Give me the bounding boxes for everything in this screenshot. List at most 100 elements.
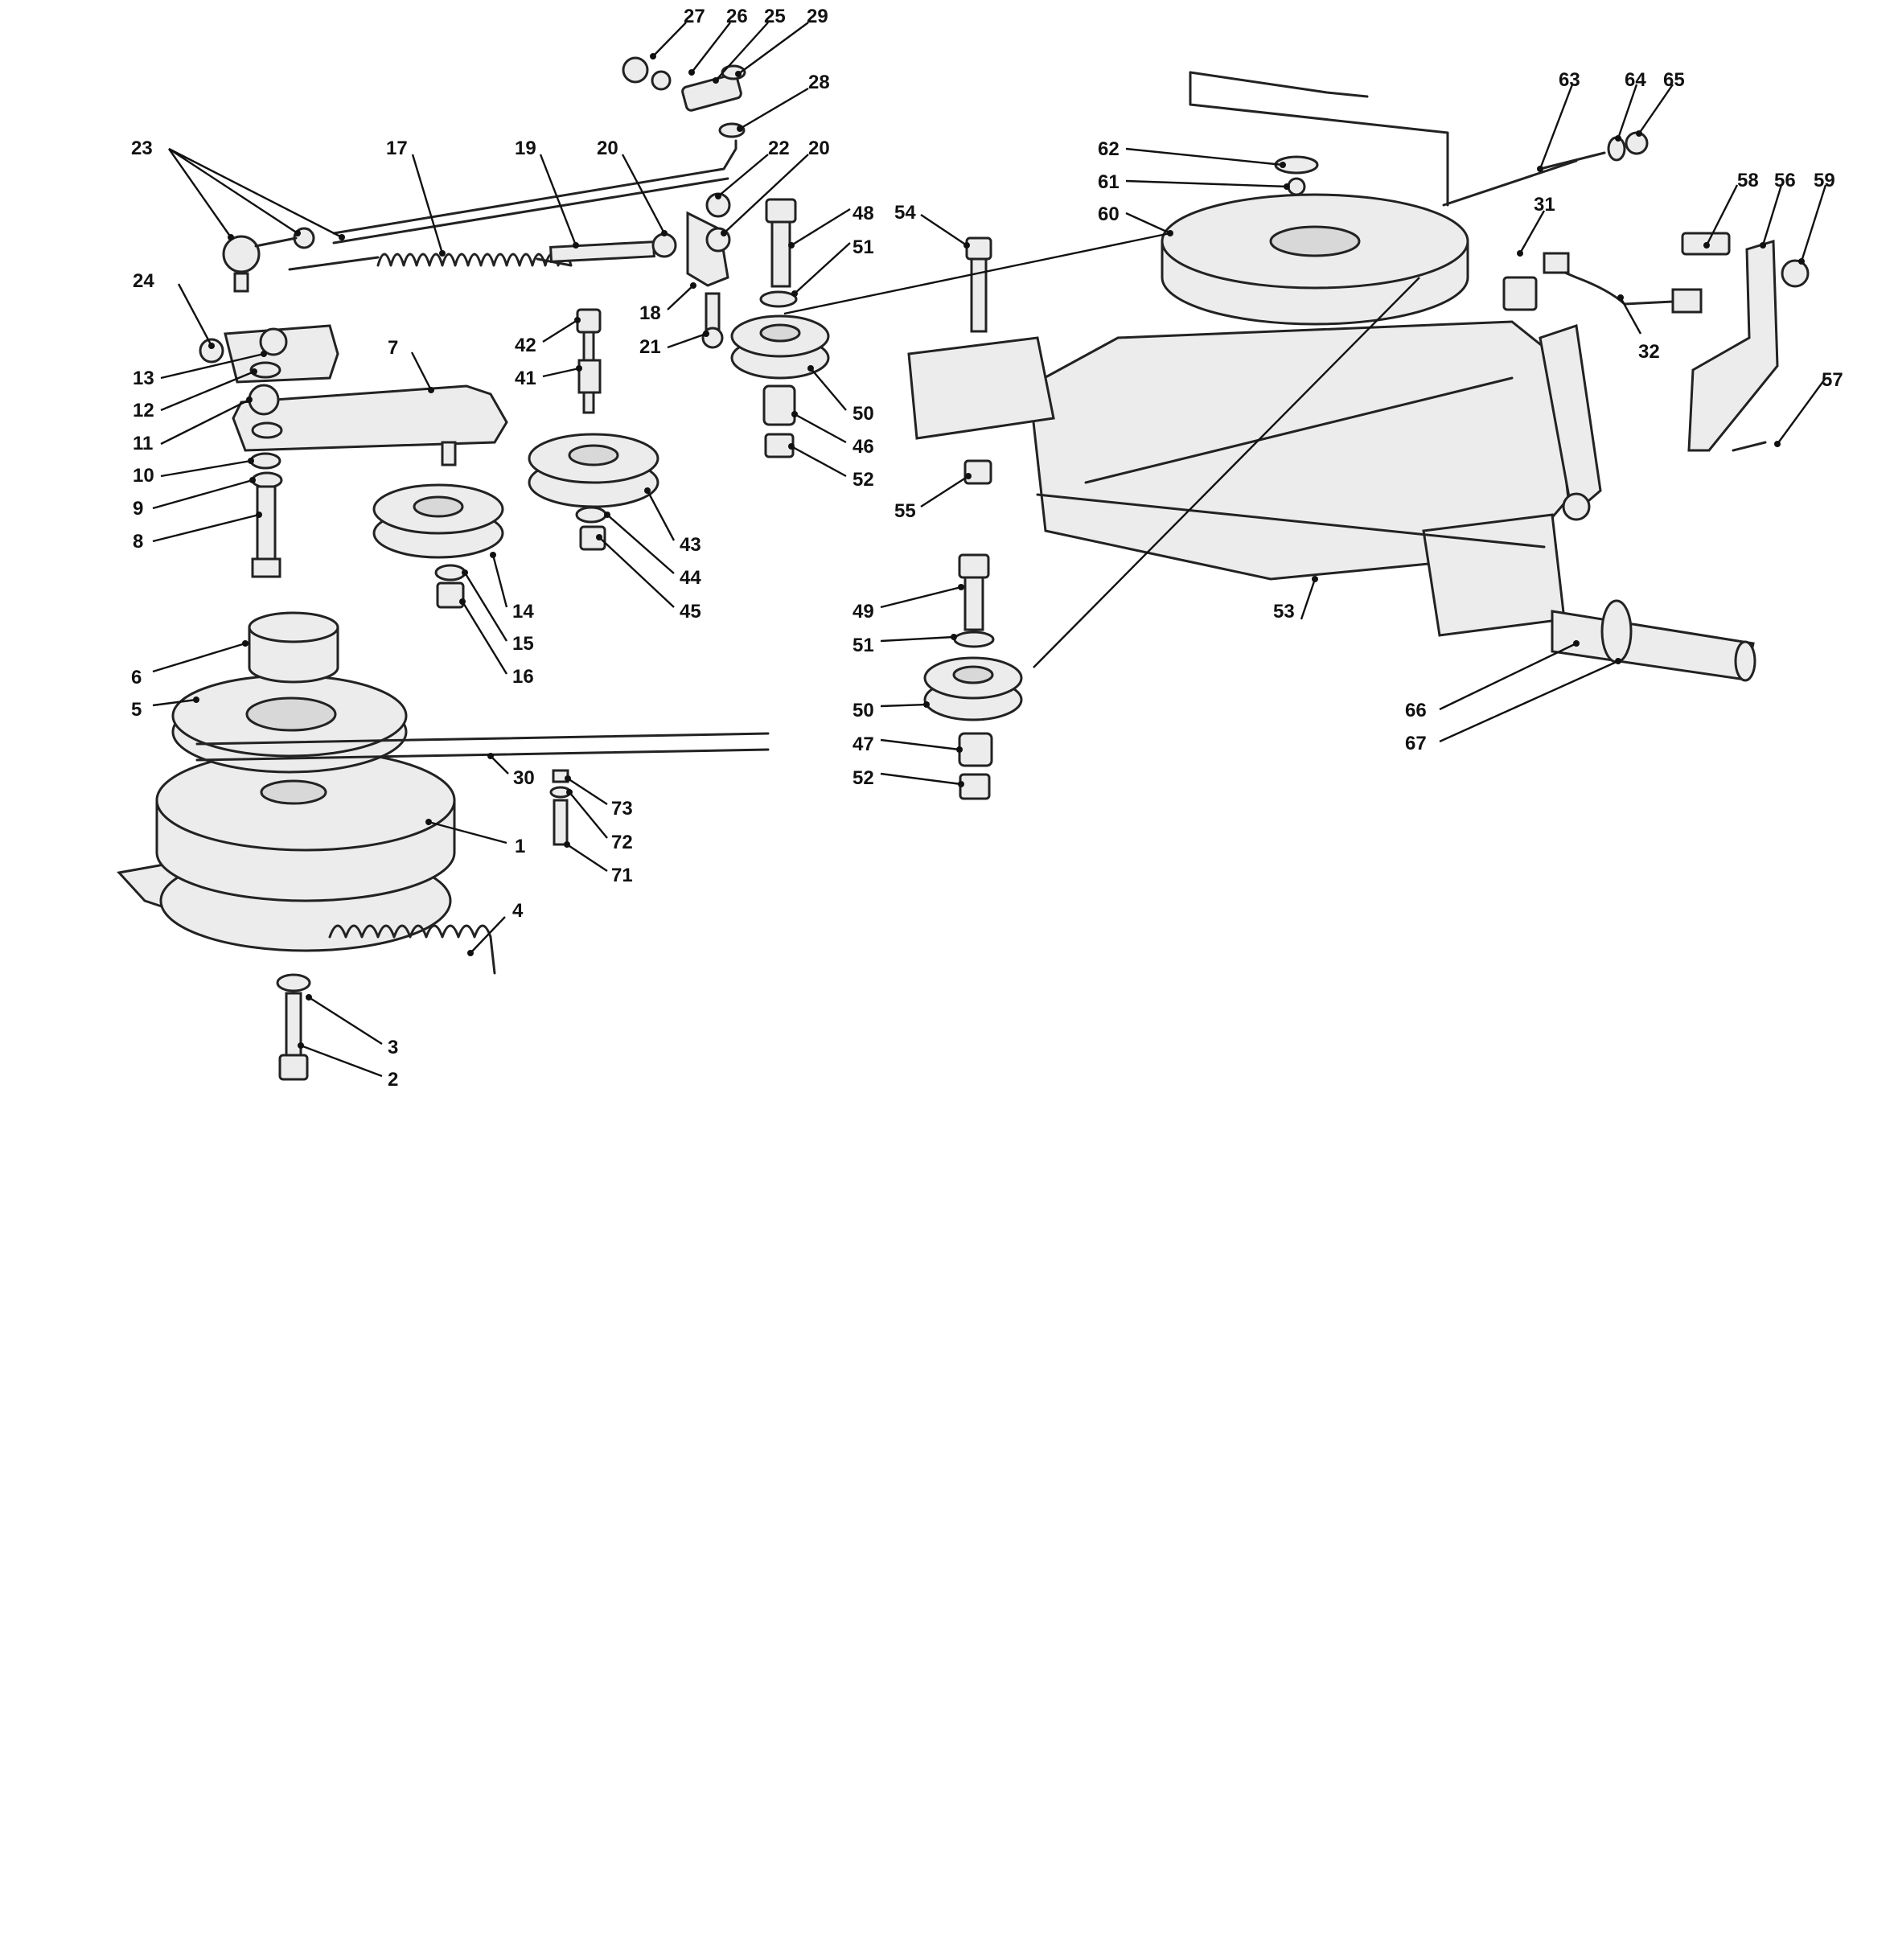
callout-9: 9 xyxy=(133,477,256,520)
svg-text:47: 47 xyxy=(853,733,874,755)
callout-3: 3 xyxy=(306,994,398,1058)
callout-64: 64 xyxy=(1615,69,1646,142)
callout-5: 5 xyxy=(131,696,199,721)
callout-4: 4 xyxy=(467,900,524,956)
callout-72: 72 xyxy=(566,789,633,853)
callout-24: 24 xyxy=(133,270,215,349)
callout-12: 12 xyxy=(133,368,257,421)
callout-65: 65 xyxy=(1636,69,1685,137)
callout-21: 21 xyxy=(639,331,709,358)
part-bolt-54 xyxy=(963,236,992,485)
svg-text:1: 1 xyxy=(515,836,525,857)
part-threaded-rod-19 xyxy=(549,240,655,263)
callout-32: 32 xyxy=(1617,294,1660,363)
svg-text:65: 65 xyxy=(1663,69,1685,91)
svg-text:54: 54 xyxy=(894,202,916,224)
svg-text:27: 27 xyxy=(684,6,705,27)
callout-16: 16 xyxy=(459,598,534,688)
svg-text:24: 24 xyxy=(133,270,154,292)
svg-text:48: 48 xyxy=(853,203,874,224)
callout-10: 10 xyxy=(133,458,254,487)
callout-18: 18 xyxy=(639,282,696,324)
svg-text:3: 3 xyxy=(388,1037,398,1058)
svg-text:55: 55 xyxy=(894,500,916,522)
part-bracket-18 xyxy=(651,192,731,349)
callout-28: 28 xyxy=(737,72,830,132)
part-pin-71 xyxy=(549,769,572,846)
svg-text:49: 49 xyxy=(853,601,874,623)
svg-text:19: 19 xyxy=(515,138,536,159)
svg-text:16: 16 xyxy=(512,666,534,688)
svg-text:52: 52 xyxy=(853,469,874,491)
svg-text:21: 21 xyxy=(639,336,661,358)
callout-58: 58 xyxy=(1703,170,1759,249)
callout-49: 49 xyxy=(853,584,964,623)
part-pulley-14 xyxy=(372,483,504,609)
svg-text:67: 67 xyxy=(1405,733,1427,754)
svg-text:20: 20 xyxy=(808,138,830,159)
callout-54: 54 xyxy=(894,202,970,249)
svg-text:64: 64 xyxy=(1625,69,1646,91)
svg-text:9: 9 xyxy=(133,498,143,520)
svg-text:5: 5 xyxy=(131,699,142,721)
part-electric-clutch xyxy=(117,611,770,1081)
callout-7: 7 xyxy=(388,337,434,393)
callout-30: 30 xyxy=(487,753,535,789)
part-ball-joint xyxy=(222,227,315,293)
svg-text:30: 30 xyxy=(513,767,535,789)
callout-26: 26 xyxy=(688,6,748,76)
callout-71: 71 xyxy=(564,841,633,886)
callout-41: 41 xyxy=(515,365,582,389)
svg-text:71: 71 xyxy=(611,865,633,886)
part-rod-adjuster xyxy=(332,56,746,244)
svg-text:14: 14 xyxy=(512,601,534,623)
callout-55: 55 xyxy=(894,473,972,522)
svg-text:44: 44 xyxy=(680,567,701,589)
callout-23: 23 xyxy=(131,138,345,240)
callout-8: 8 xyxy=(133,512,262,553)
callout-15: 15 xyxy=(462,569,534,655)
callout-56: 56 xyxy=(1760,170,1796,249)
svg-text:12: 12 xyxy=(133,400,154,421)
callout-44: 44 xyxy=(604,512,701,589)
callout-52b: 52 xyxy=(853,767,964,789)
svg-text:53: 53 xyxy=(1273,601,1295,623)
callout-51b: 51 xyxy=(853,634,957,656)
svg-text:18: 18 xyxy=(639,302,661,324)
callout-73: 73 xyxy=(565,775,633,820)
svg-text:73: 73 xyxy=(611,798,633,820)
svg-text:66: 66 xyxy=(1405,700,1427,721)
callout-61: 61 xyxy=(1098,171,1290,193)
svg-text:45: 45 xyxy=(680,601,701,623)
callout-11: 11 xyxy=(133,397,253,454)
callout-25: 25 xyxy=(713,6,786,84)
svg-text:31: 31 xyxy=(1534,194,1555,216)
callout-42: 42 xyxy=(515,317,581,356)
callout-62: 62 xyxy=(1098,138,1286,168)
svg-text:50: 50 xyxy=(853,403,874,425)
callout-46: 46 xyxy=(791,411,874,458)
svg-text:13: 13 xyxy=(133,368,154,389)
svg-text:42: 42 xyxy=(515,335,536,356)
svg-text:26: 26 xyxy=(726,6,748,27)
part-transaxle xyxy=(907,71,1756,682)
svg-text:4: 4 xyxy=(512,900,524,922)
svg-text:63: 63 xyxy=(1559,69,1580,91)
callout-51a: 51 xyxy=(791,236,874,297)
callout-2: 2 xyxy=(298,1042,398,1091)
svg-text:51: 51 xyxy=(853,635,874,656)
svg-text:7: 7 xyxy=(388,337,398,359)
part-pulley-43 xyxy=(528,308,659,551)
callout-43: 43 xyxy=(644,487,701,556)
callout-48: 48 xyxy=(788,203,874,249)
callout-29: 29 xyxy=(735,6,828,77)
callout-20a: 20 xyxy=(597,138,668,236)
svg-text:20: 20 xyxy=(597,138,618,159)
callout-63: 63 xyxy=(1537,69,1580,172)
part-idler-50-upper xyxy=(730,198,830,458)
callout-6: 6 xyxy=(131,640,249,688)
svg-text:62: 62 xyxy=(1098,138,1120,160)
svg-text:11: 11 xyxy=(133,433,153,454)
svg-text:6: 6 xyxy=(131,667,142,688)
